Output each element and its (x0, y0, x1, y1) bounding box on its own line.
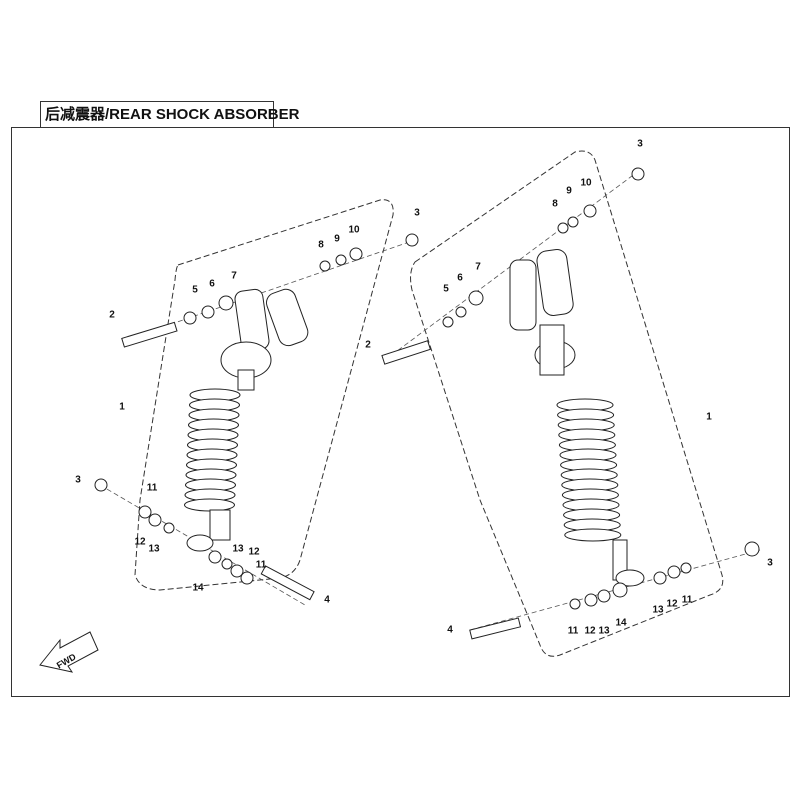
right-callout-label: 2 (365, 339, 371, 351)
left-callout-label: 7 (231, 270, 237, 282)
fwd-arrow-icon (39, 631, 99, 673)
right-callout-label: 13 (652, 604, 664, 616)
left-callout-label: 6 (209, 278, 215, 290)
diagram-frame (11, 127, 790, 697)
left-callout-label: 12 (134, 536, 146, 548)
left-callout-label: 13 (232, 543, 244, 555)
right-callout-label: 1 (706, 411, 712, 423)
right-callout-label: 9 (566, 185, 572, 197)
left-callout-label: 3 (414, 207, 420, 219)
left-callout-label: 4 (324, 594, 330, 606)
right-callout-label: 8 (552, 198, 558, 210)
right-callout-label: 3 (767, 557, 773, 569)
left-callout-label: 11 (255, 559, 267, 571)
left-assembly-boundary (134, 199, 394, 591)
right-callout-label: 13 (598, 625, 610, 637)
left-callout-label: 5 (192, 284, 198, 296)
right-shock-absorber (381, 167, 760, 640)
right-callout-label: 6 (457, 272, 463, 284)
left-callout-label: 1 (119, 401, 125, 413)
right-callout-label: 11 (681, 594, 693, 606)
left-shock-absorber (94, 233, 419, 601)
right-callout-label: 11 (567, 625, 579, 637)
left-callout-label: 3 (75, 474, 81, 486)
left-callout-label: 13 (148, 543, 160, 555)
right-callout-label: 10 (580, 177, 592, 189)
right-callout-label: 4 (447, 624, 453, 636)
left-callout-label: 10 (348, 224, 360, 236)
right-callout-label: 14 (615, 617, 627, 629)
left-callout-label: 9 (334, 233, 340, 245)
left-callout-label: 8 (318, 239, 324, 251)
left-callout-label: 2 (109, 309, 115, 321)
left-callout-label: 12 (248, 546, 260, 558)
left-callout-label: 14 (192, 582, 204, 594)
diagram-title: 后减震器/REAR SHOCK ABSORBER (40, 101, 299, 127)
right-callout-label: 7 (475, 261, 481, 273)
spring-coil (564, 528, 622, 542)
right-callout-label: 12 (666, 598, 678, 610)
right-assembly-boundary (410, 150, 724, 657)
right-callout-label: 3 (637, 138, 643, 150)
left-callout-label: 11 (146, 482, 158, 494)
spring-coil (184, 498, 235, 512)
right-callout-label: 5 (443, 283, 449, 295)
right-callout-label: 12 (584, 625, 596, 637)
